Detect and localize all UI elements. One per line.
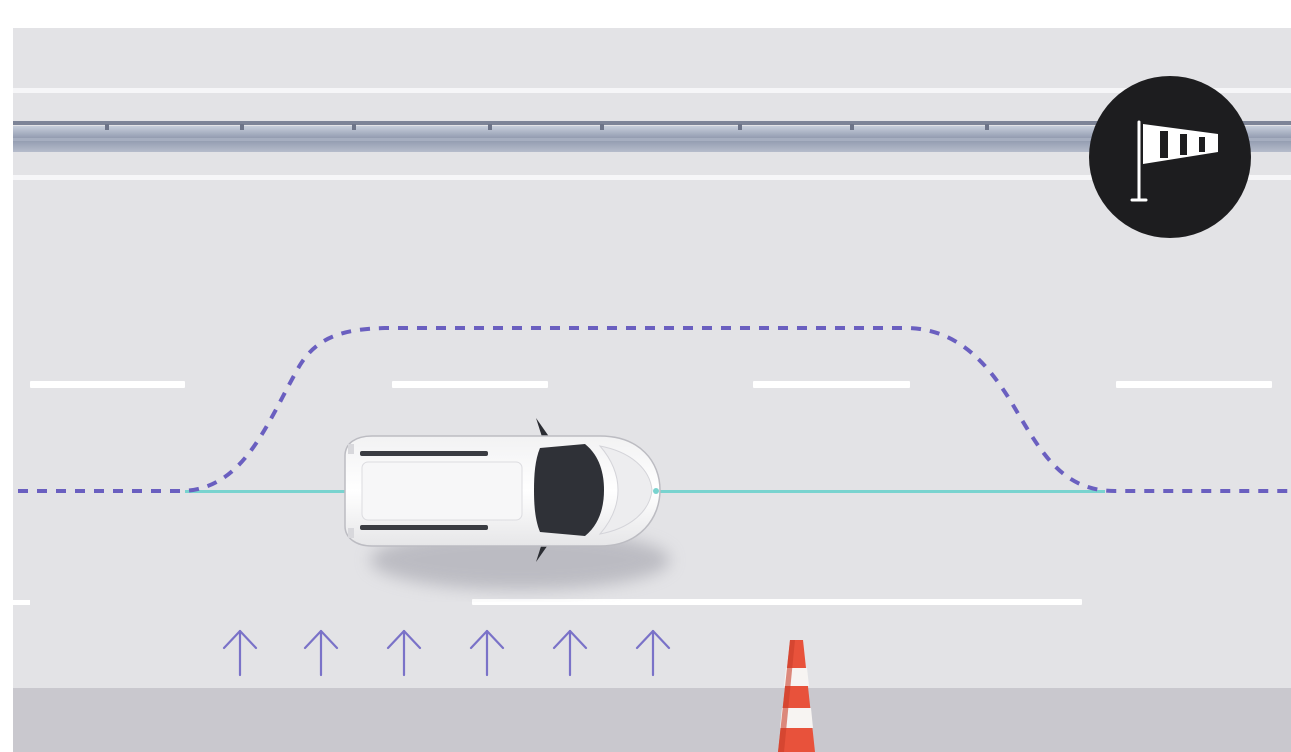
edge-line-top <box>13 88 1291 93</box>
car <box>345 418 660 562</box>
lane-line-lower <box>472 599 1082 605</box>
windsock-badge <box>1089 76 1251 238</box>
road-shoulder <box>13 688 1291 752</box>
lane-line-lower-left <box>13 600 30 605</box>
